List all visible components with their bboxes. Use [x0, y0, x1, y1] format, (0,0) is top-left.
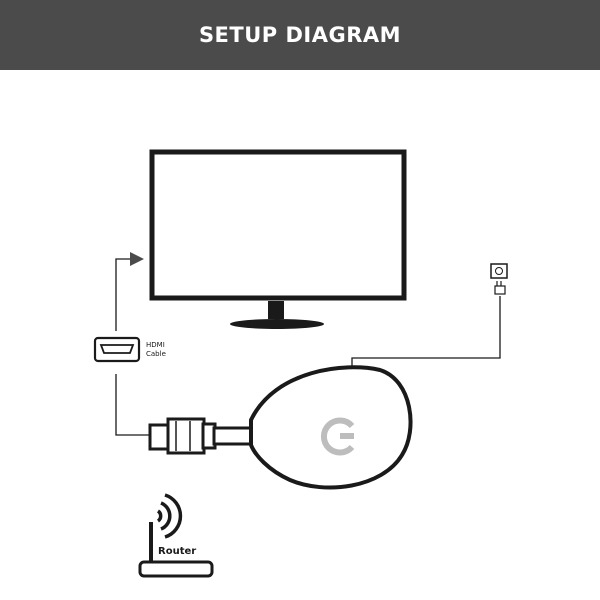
wifi-signal-icon — [156, 493, 183, 539]
hdmi-label-line1: HDMI — [146, 341, 165, 349]
router-icon — [138, 522, 214, 578]
hdmi-port-icon — [93, 336, 141, 363]
router-label: Router — [158, 546, 196, 557]
wireless-display-dongle-icon — [148, 365, 413, 490]
power-outlet-icon — [490, 263, 508, 295]
header-bar: SETUP DIAGRAM — [0, 0, 600, 70]
arrow-right-icon — [130, 252, 144, 266]
power-cable-line — [351, 296, 501, 368]
page-title: SETUP DIAGRAM — [198, 23, 402, 47]
tv-monitor-icon — [149, 149, 407, 329]
hdmi-label-line2: Cable — [146, 350, 166, 358]
hdmi-cable-line — [115, 252, 150, 436]
g-logo-icon — [320, 417, 355, 456]
